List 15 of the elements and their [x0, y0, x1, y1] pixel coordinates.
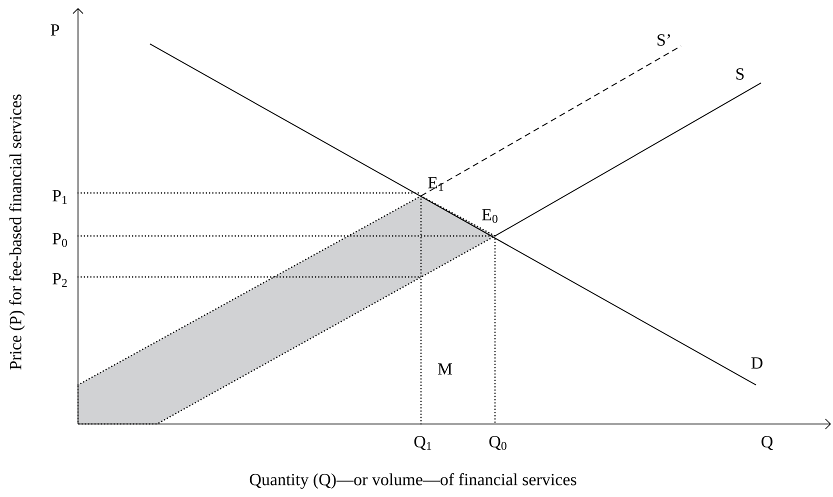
- area-label: M: [438, 363, 452, 375]
- point-label: E$_{0}$: [482, 209, 498, 223]
- price-label: P$_{2}$: [52, 273, 67, 287]
- axis-label: P: [50, 24, 60, 36]
- price-label: P$_{0}$: [52, 233, 68, 247]
- point-label: E$_{1}$: [428, 177, 444, 191]
- curve-label: D: [751, 357, 762, 369]
- axis-title: Price (P) for fee-based financial services: [9, 94, 25, 370]
- axis-title: Quantity (Q)—or volume—of financial services: [250, 473, 576, 489]
- price-label: P$_{1}$: [52, 190, 67, 204]
- axis-label: Q: [762, 436, 773, 450]
- curve-label: S’: [658, 34, 670, 46]
- quantity-label: Q$_{0}$: [489, 436, 506, 450]
- curve-label: S: [736, 68, 744, 80]
- quantity-label: Q$_{1}$: [414, 436, 432, 450]
